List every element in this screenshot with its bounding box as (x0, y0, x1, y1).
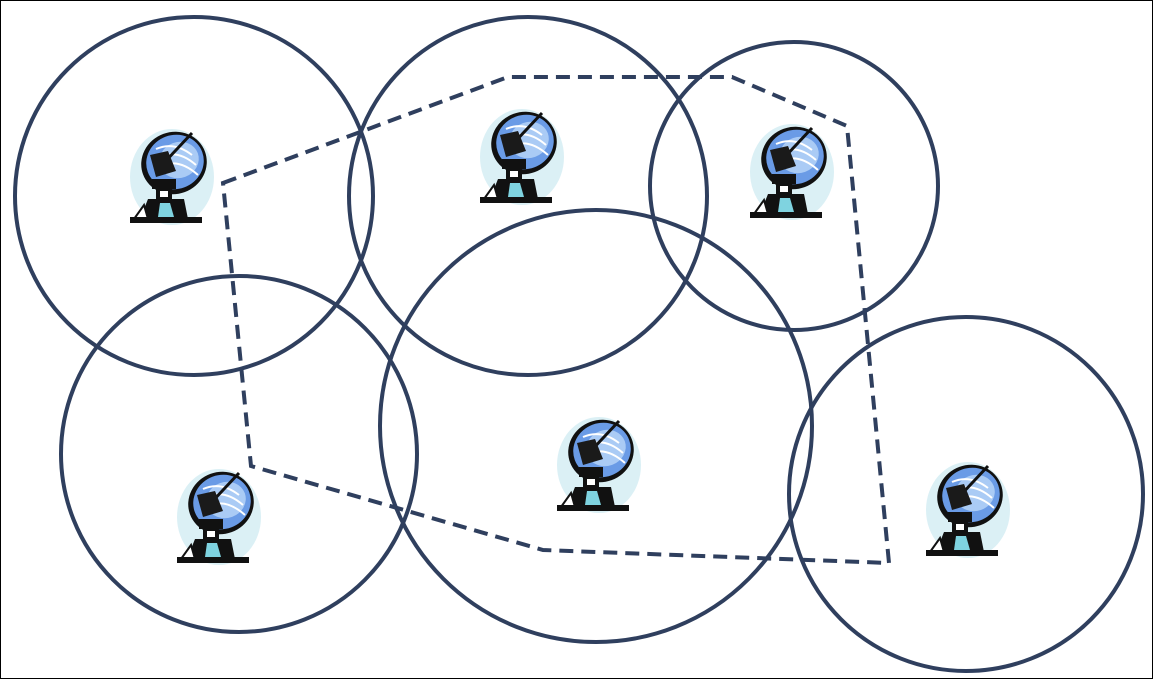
satellite-dish-antenna-icon (748, 116, 838, 222)
coverage-circle-1 (13, 15, 375, 377)
dashed-region-boundary (220, 75, 892, 566)
coverage-circle-2 (347, 15, 709, 377)
coverage-circle-4 (59, 274, 419, 634)
satellite-dish-antenna-icon (924, 454, 1014, 560)
coverage-circle-3 (648, 40, 940, 332)
satellite-dish-antenna-icon (478, 101, 568, 207)
coverage-circle-5 (378, 208, 814, 644)
coverage-circle-6 (787, 315, 1145, 673)
satellite-dish-antenna-icon (128, 121, 218, 227)
satellite-dish-antenna-icon (175, 461, 265, 567)
satellite-dish-antenna-icon (555, 409, 645, 515)
